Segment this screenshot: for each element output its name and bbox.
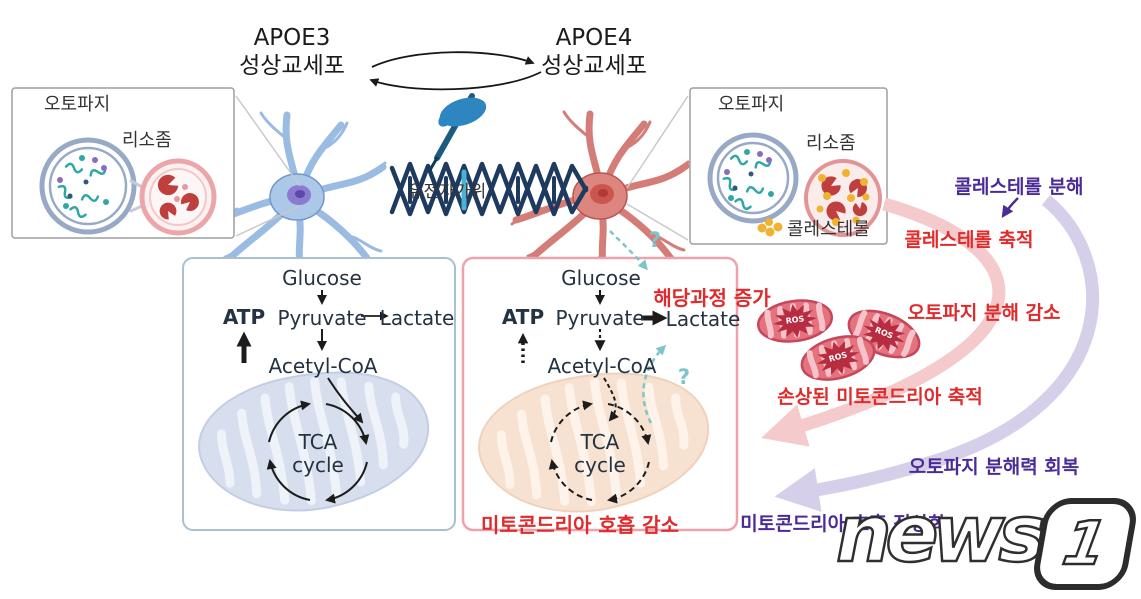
apoe3-lactate-label: Lactate bbox=[379, 306, 455, 330]
cholesterol-dots bbox=[757, 218, 783, 237]
autophagy-capacity-recovery-label: 오토파지 분해력 회복 bbox=[908, 456, 1080, 478]
apoe3-glucose-label: Glucose bbox=[282, 266, 362, 290]
cholesterol-breakdown-label: 콜레스테롤 분해 bbox=[954, 176, 1084, 198]
news1-wordmark: news bbox=[835, 490, 1046, 580]
damaged-mitochondria-accumulation-label: 손상된 미토콘드리아 축적 bbox=[777, 386, 983, 408]
recovery-flow-arrow bbox=[774, 194, 1100, 512]
apoe3-tca-label-line2: cycle bbox=[292, 453, 344, 477]
lysosome-enzymes bbox=[154, 172, 203, 222]
right-inset-autophagy-label: 오토파지 bbox=[718, 94, 785, 115]
apoe4-lactate-label: Lactate bbox=[665, 307, 741, 331]
apoe4-acetylcoa-label: Acetyl-CoA bbox=[547, 354, 657, 378]
cholesterol-breakdown-decrease-arrow bbox=[1001, 197, 1019, 218]
apoe3-atp-label: ATP bbox=[222, 305, 266, 329]
right-autophagy-inset bbox=[689, 87, 888, 245]
apoe4-glucose-label: Glucose bbox=[561, 266, 641, 290]
apoe3-title: APOE3 성상교세포 bbox=[239, 24, 345, 80]
right-inset-lysosome-label: 리소좀 bbox=[806, 133, 856, 154]
gene-editing-hand-icon bbox=[428, 93, 487, 172]
apoe4-pyruvate-label: Pyruvate bbox=[555, 306, 645, 330]
apoe3-title-line1: APOE3 bbox=[253, 25, 331, 51]
left-inset-autophagy-label: 오토파지 bbox=[44, 94, 111, 115]
apoe3-metabolism-box bbox=[182, 257, 456, 531]
apoe4-tca-label-line2: cycle bbox=[574, 453, 626, 477]
apoe-exchange-arrows bbox=[369, 51, 542, 91]
autophagosome-contents bbox=[55, 155, 109, 220]
apoe3-title-line2: 성상교세포 bbox=[239, 53, 345, 79]
lysosome-cholesterol-contents bbox=[816, 169, 871, 226]
news1-digit: 1 bbox=[1057, 508, 1114, 581]
inset-connector-lines bbox=[235, 95, 689, 241]
apoe3-tca-label-line1: TCA bbox=[298, 430, 338, 454]
apoe3-astrocyte bbox=[209, 113, 385, 279]
dna-helix bbox=[389, 161, 589, 217]
question-mark-upper: ? bbox=[648, 228, 662, 252]
left-autophagy-inset bbox=[11, 87, 235, 239]
apoe4-tca-label-line1: TCA bbox=[580, 430, 620, 454]
gene-scissors-label: 유전자가위 bbox=[407, 182, 487, 202]
apoe3-mitochondrion bbox=[198, 371, 429, 512]
autophagosome-contents bbox=[720, 149, 774, 212]
autophagy-degradation-decrease-label: 오토파지 분해 감소 bbox=[907, 302, 1061, 324]
news1-watermark: news 1 bbox=[835, 490, 1141, 590]
question-mark-lower: ? bbox=[677, 365, 691, 389]
cholesterol-accumulation-label: 콜레스테롤 축적 bbox=[904, 229, 1034, 251]
apoe4-metabolism-box bbox=[461, 256, 739, 532]
mitochondria-respiration-normalization-label: 미토콘드리아 호흡 정상화 bbox=[740, 513, 946, 535]
right-inset-cholesterol-label: 콜레스테롤 bbox=[787, 219, 870, 240]
apoe3-pyruvate-label: Pyruvate bbox=[277, 306, 367, 330]
apoe4-atp-label: ATP bbox=[501, 305, 545, 329]
left-inset-lysosome-label: 리소좀 bbox=[122, 130, 172, 151]
apoe4-title-line1: APOE4 bbox=[555, 25, 633, 51]
glycolysis-increase-label: 해당과정 증가 bbox=[653, 286, 771, 310]
apoe3-acetylcoa-label: Acetyl-CoA bbox=[268, 354, 378, 378]
apoe4-title: APOE4 성상교세포 bbox=[541, 24, 647, 80]
question-arrows bbox=[609, 230, 667, 424]
apoe4-mitochondrion bbox=[478, 372, 709, 513]
apoe4-damage-flow-arrow bbox=[761, 197, 1006, 447]
mitochondria-respiration-decrease-label: 미토콘드리아 호흡 감소 bbox=[481, 513, 679, 537]
apoe4-title-line2: 성상교세포 bbox=[541, 53, 647, 79]
